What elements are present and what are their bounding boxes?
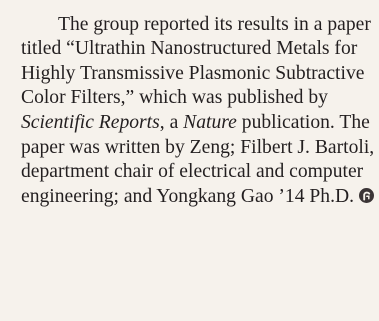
end-of-article-icon <box>359 187 375 203</box>
publisher-name: Nature <box>183 111 237 133</box>
paragraph-text-c: publication. The paper was written by Ze… <box>21 111 375 207</box>
paragraph-text-a: paper titled “Ultrathin Nanostructured M… <box>21 13 371 109</box>
article-body: The group reported its results in a pape… <box>21 0 379 210</box>
journal-name: Scientific Reports <box>21 111 160 133</box>
paragraph-text-b: , a <box>159 111 184 133</box>
cropped-top-line <box>21 0 379 13</box>
paragraph-first-line: The group reported its results in a <box>58 13 323 35</box>
article-paragraph: The group reported its results in a pape… <box>21 13 379 210</box>
